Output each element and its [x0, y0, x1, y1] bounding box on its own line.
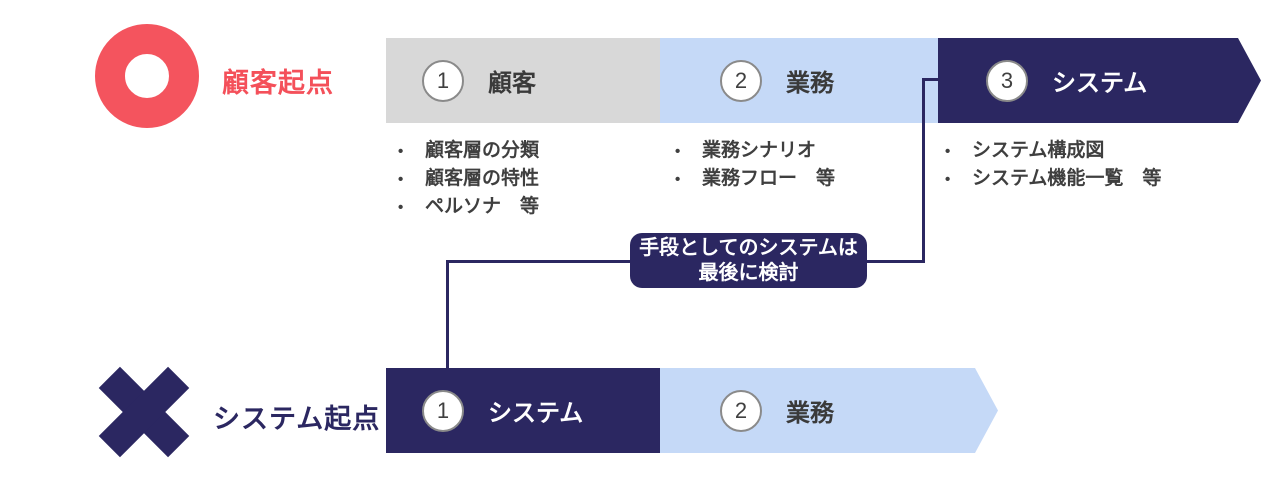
row-label-system-origin: システム起点 [213, 404, 381, 434]
step-number-badge: 3 [986, 60, 1028, 102]
connector-line-vertical-right [922, 78, 925, 263]
detail-list-customer: 顧客層の分類 顧客層の特性 ペルソナ 等 [398, 137, 539, 221]
step-chevron-customer: 1 顧客 [386, 38, 696, 123]
list-item: 業務フロー 等 [675, 165, 835, 193]
step-chevron-system-bottom: 1 システム [386, 368, 696, 453]
step-number-badge: 2 [720, 390, 762, 432]
step-number-badge: 1 [422, 390, 464, 432]
callout-line2: 最後に検討 [698, 261, 799, 284]
list-item: 顧客層の特性 [398, 165, 539, 193]
step-label: システム [1052, 70, 1148, 97]
list-item: 顧客層の分類 [398, 137, 539, 165]
list-item: システム機能一覧 等 [945, 165, 1161, 193]
list-item: システム構成図 [945, 137, 1161, 165]
step-number-badge: 2 [720, 60, 762, 102]
detail-list-business: 業務シナリオ 業務フロー 等 [675, 137, 835, 193]
step-chevron-business-bottom: 2 業務 [660, 368, 998, 453]
step-chevron-system-top: 3 システム [938, 38, 1261, 123]
callout-line1: 手段としてのシステムは [639, 236, 858, 259]
callout-box: 手段としてのシステムは 最後に検討 [630, 233, 867, 288]
list-item: 業務シナリオ [675, 137, 835, 165]
connector-line-vertical-left [446, 260, 449, 368]
step-label: 業務 [786, 400, 834, 427]
step-label: 顧客 [488, 70, 536, 97]
connector-line-jog [922, 78, 939, 81]
list-item: ペルソナ 等 [398, 193, 539, 221]
detail-list-system: システム構成図 システム機能一覧 等 [945, 137, 1161, 193]
step-label: システム [488, 400, 584, 427]
row-label-customer-origin: 顧客起点 [222, 68, 334, 98]
step-number-badge: 1 [422, 60, 464, 102]
step-label: 業務 [786, 70, 834, 97]
x-cross-icon [98, 366, 190, 458]
ring-circle-icon [95, 24, 199, 128]
